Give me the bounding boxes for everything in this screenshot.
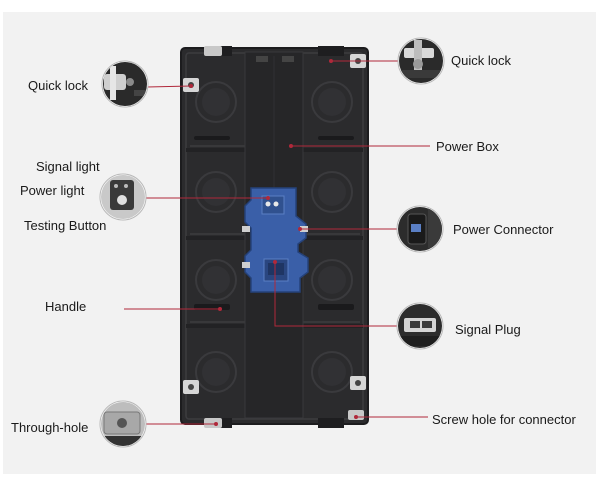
quick-lock-right-detail-icon — [397, 37, 445, 85]
signal-plug-detail-icon — [396, 302, 444, 350]
label-through-hole: Through-hole — [11, 420, 89, 435]
label-screw-hole-for-connector: Screw hole for connector — [432, 412, 576, 427]
label-signal-light: Signal light — [36, 159, 100, 174]
label-handle: Handle — [45, 299, 87, 314]
label-quick-lock-left: Quick lock — [28, 78, 88, 93]
power-connector-detail-icon — [396, 205, 444, 253]
cabinet-body — [180, 46, 369, 428]
leader-lines — [124, 60, 430, 425]
indicator-lights-detail-icon — [99, 173, 147, 221]
label-power-connector: Power Connector — [453, 222, 554, 237]
label-quick-lock-right: Quick lock — [451, 53, 511, 68]
label-testing-button: Testing Button — [24, 218, 107, 233]
label-signal-plug: Signal Plug — [455, 322, 521, 337]
quick-lock-left-detail-icon — [101, 60, 149, 108]
through-hole-detail-icon — [99, 400, 147, 448]
module-bosses — [195, 81, 353, 393]
leader-dots — [189, 59, 358, 426]
label-power-box: Power Box — [436, 139, 499, 154]
label-power-light: Power light — [20, 183, 85, 198]
quick-lock-hardware — [183, 46, 366, 428]
